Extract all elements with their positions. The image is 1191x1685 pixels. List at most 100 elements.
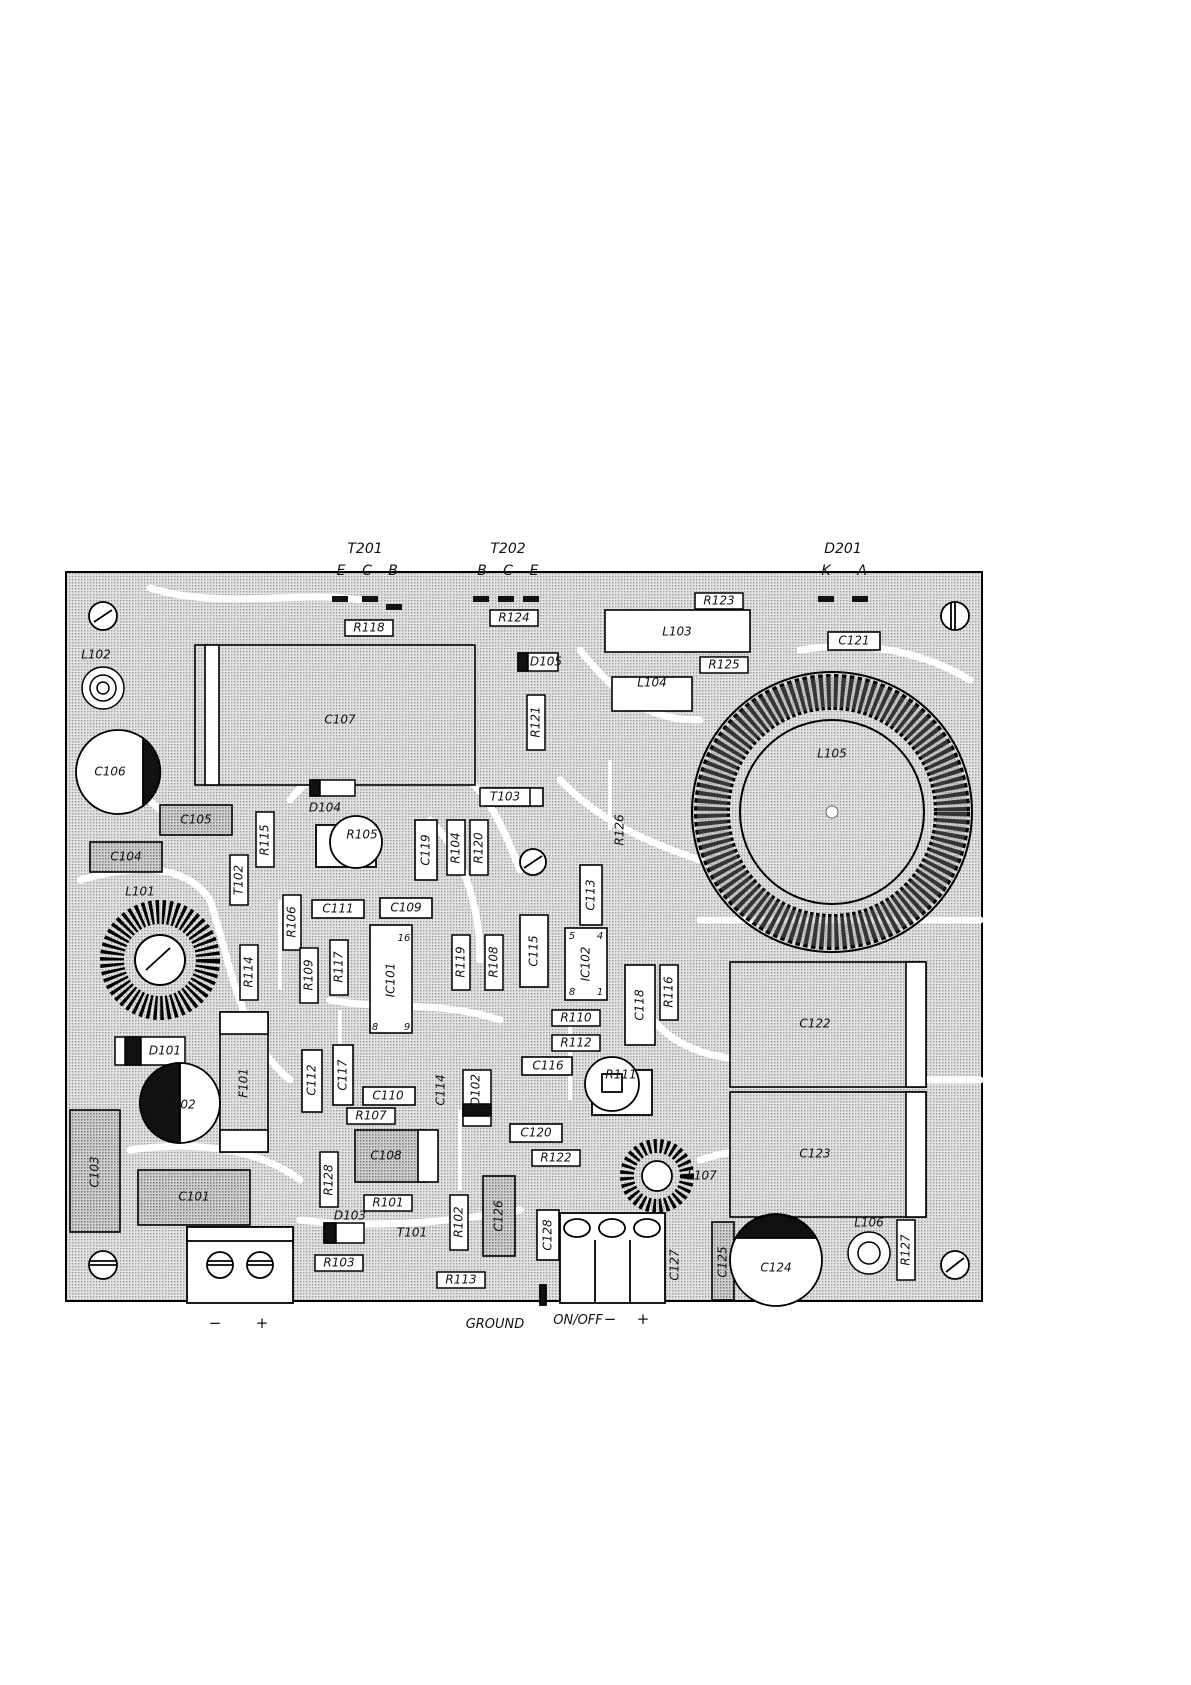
ref-c119: C119 (419, 834, 433, 865)
ref-c109: C109 (390, 901, 421, 915)
ref-r127: R127 (899, 1234, 913, 1266)
diode-bodies (114, 652, 559, 1244)
toroid-inductors (81, 666, 973, 1275)
ref-r113: R113 (445, 1273, 476, 1287)
ref-r108: R108 (487, 946, 501, 978)
ref-r120: R120 (472, 832, 486, 864)
ref-c126: C126 (492, 1200, 506, 1232)
ref-t102: T102 (232, 865, 246, 895)
ref-d102: D102 (469, 1074, 483, 1106)
ref-ic102-pin8: 8 (569, 987, 575, 998)
ref-c108: C108 (370, 1149, 402, 1163)
ref-r109: R109 (302, 959, 316, 990)
ref-l103: L103 (662, 625, 692, 639)
ref-c127: C127 (668, 1249, 682, 1281)
ref-r117: R117 (332, 951, 346, 983)
ref-r116: R116 (662, 976, 676, 1008)
ref-r119: R119 (454, 946, 468, 977)
ref-r101: R101 (372, 1196, 403, 1210)
round-capacitors (75, 729, 823, 1307)
ref-c104: C104 (110, 850, 141, 864)
label-d201: D201 (824, 541, 862, 557)
ref-c101: C101 (178, 1190, 209, 1204)
ref-ic101: IC101 (384, 963, 398, 998)
label-t201: T201 (347, 541, 382, 557)
ref-r103: R103 (323, 1256, 354, 1270)
ref-c112: C112 (305, 1064, 319, 1095)
ref-c116: C116 (532, 1059, 564, 1073)
ref-r123: R123 (703, 594, 734, 608)
output-minus-label: − (604, 1310, 617, 1328)
ref-c111: C111 (322, 902, 353, 916)
ref-c122: C122 (799, 1017, 830, 1031)
ref-r124: R124 (498, 611, 529, 625)
ref-c118: C118 (633, 989, 647, 1021)
ref-r122: R122 (540, 1151, 571, 1165)
ref-c123: C123 (799, 1147, 830, 1161)
ref-r126: R126 (613, 814, 627, 846)
ref-c102: C102 (164, 1098, 195, 1112)
ref-r112: R112 (560, 1036, 591, 1050)
ref-t103: T103 (490, 790, 520, 804)
ref-r106: R106 (285, 906, 299, 938)
on-off-label: ON/OFF (553, 1313, 603, 1328)
ref-d101: D101 (149, 1044, 181, 1058)
ref-d105: D105 (530, 655, 562, 669)
ref-r104: R104 (449, 832, 463, 863)
ref-c117: C117 (336, 1059, 350, 1091)
ref-r115: R115 (258, 824, 272, 855)
t201-pin-c: C (362, 563, 372, 579)
input-minus-label: − (209, 1314, 222, 1332)
ref-ic101-pin8: 8 (372, 1022, 378, 1033)
ref-ic102-pin4: 4 (597, 931, 603, 942)
terminal-blocks (186, 1212, 666, 1306)
ref-r105: R105 (346, 828, 377, 842)
ref-c107: C107 (324, 713, 356, 727)
ref-ic101-pin16: 16 (398, 933, 411, 944)
ref-c106: C106 (94, 765, 126, 779)
ref-l107: L107 (687, 1169, 717, 1183)
trimmer-pots (315, 815, 653, 1116)
ref-l104: L104 (637, 676, 667, 690)
ref-r111: R111 (605, 1068, 636, 1082)
ref-ic102: IC102 (579, 947, 593, 982)
ground-label: GROUND (466, 1317, 525, 1332)
resistor-bodies (229, 592, 916, 1289)
ref-d103: D103 (334, 1209, 366, 1223)
ref-c110: C110 (372, 1089, 404, 1103)
ref-ic102-pin5: 5 (569, 931, 575, 942)
ref-ic102-pin1: 1 (597, 987, 603, 998)
t201-pin-b: B (388, 563, 398, 579)
ref-r118: R118 (353, 621, 385, 635)
t202-pin-b: B (477, 563, 487, 579)
component-bodies (69, 609, 927, 1301)
ref-c115: C115 (527, 935, 541, 966)
t202-pin-c: C (503, 563, 513, 579)
ref-r107: R107 (355, 1109, 387, 1123)
ref-c125: C125 (716, 1246, 730, 1277)
ref-c113: C113 (584, 879, 598, 910)
ref-l106: L106 (854, 1216, 884, 1230)
ref-l101: L101 (125, 885, 155, 899)
output-plus-label: + (637, 1310, 650, 1328)
label-t202: T202 (490, 541, 525, 557)
mounting-holes (88, 601, 970, 1280)
ref-c103: C103 (88, 1156, 102, 1187)
d201-pin-k: K (821, 563, 832, 579)
ref-c128: C128 (541, 1219, 555, 1251)
ref-f101: F101 (237, 1068, 251, 1098)
ref-t101: T101 (397, 1226, 427, 1240)
t201-pin-e: E (337, 563, 346, 579)
ref-r110: R110 (560, 1011, 592, 1025)
ref-c120: C120 (520, 1126, 552, 1140)
t202-pin-e: E (530, 563, 539, 579)
input-plus-label: + (256, 1314, 269, 1332)
ref-c121: C121 (838, 634, 869, 648)
ref-c114: C114 (434, 1074, 448, 1105)
ref-c124: C124 (760, 1261, 791, 1275)
ref-l105: L105 (817, 747, 847, 761)
header-pads (332, 596, 868, 610)
d201-pin-a: A (856, 563, 867, 579)
ref-r121: R121 (529, 706, 543, 737)
